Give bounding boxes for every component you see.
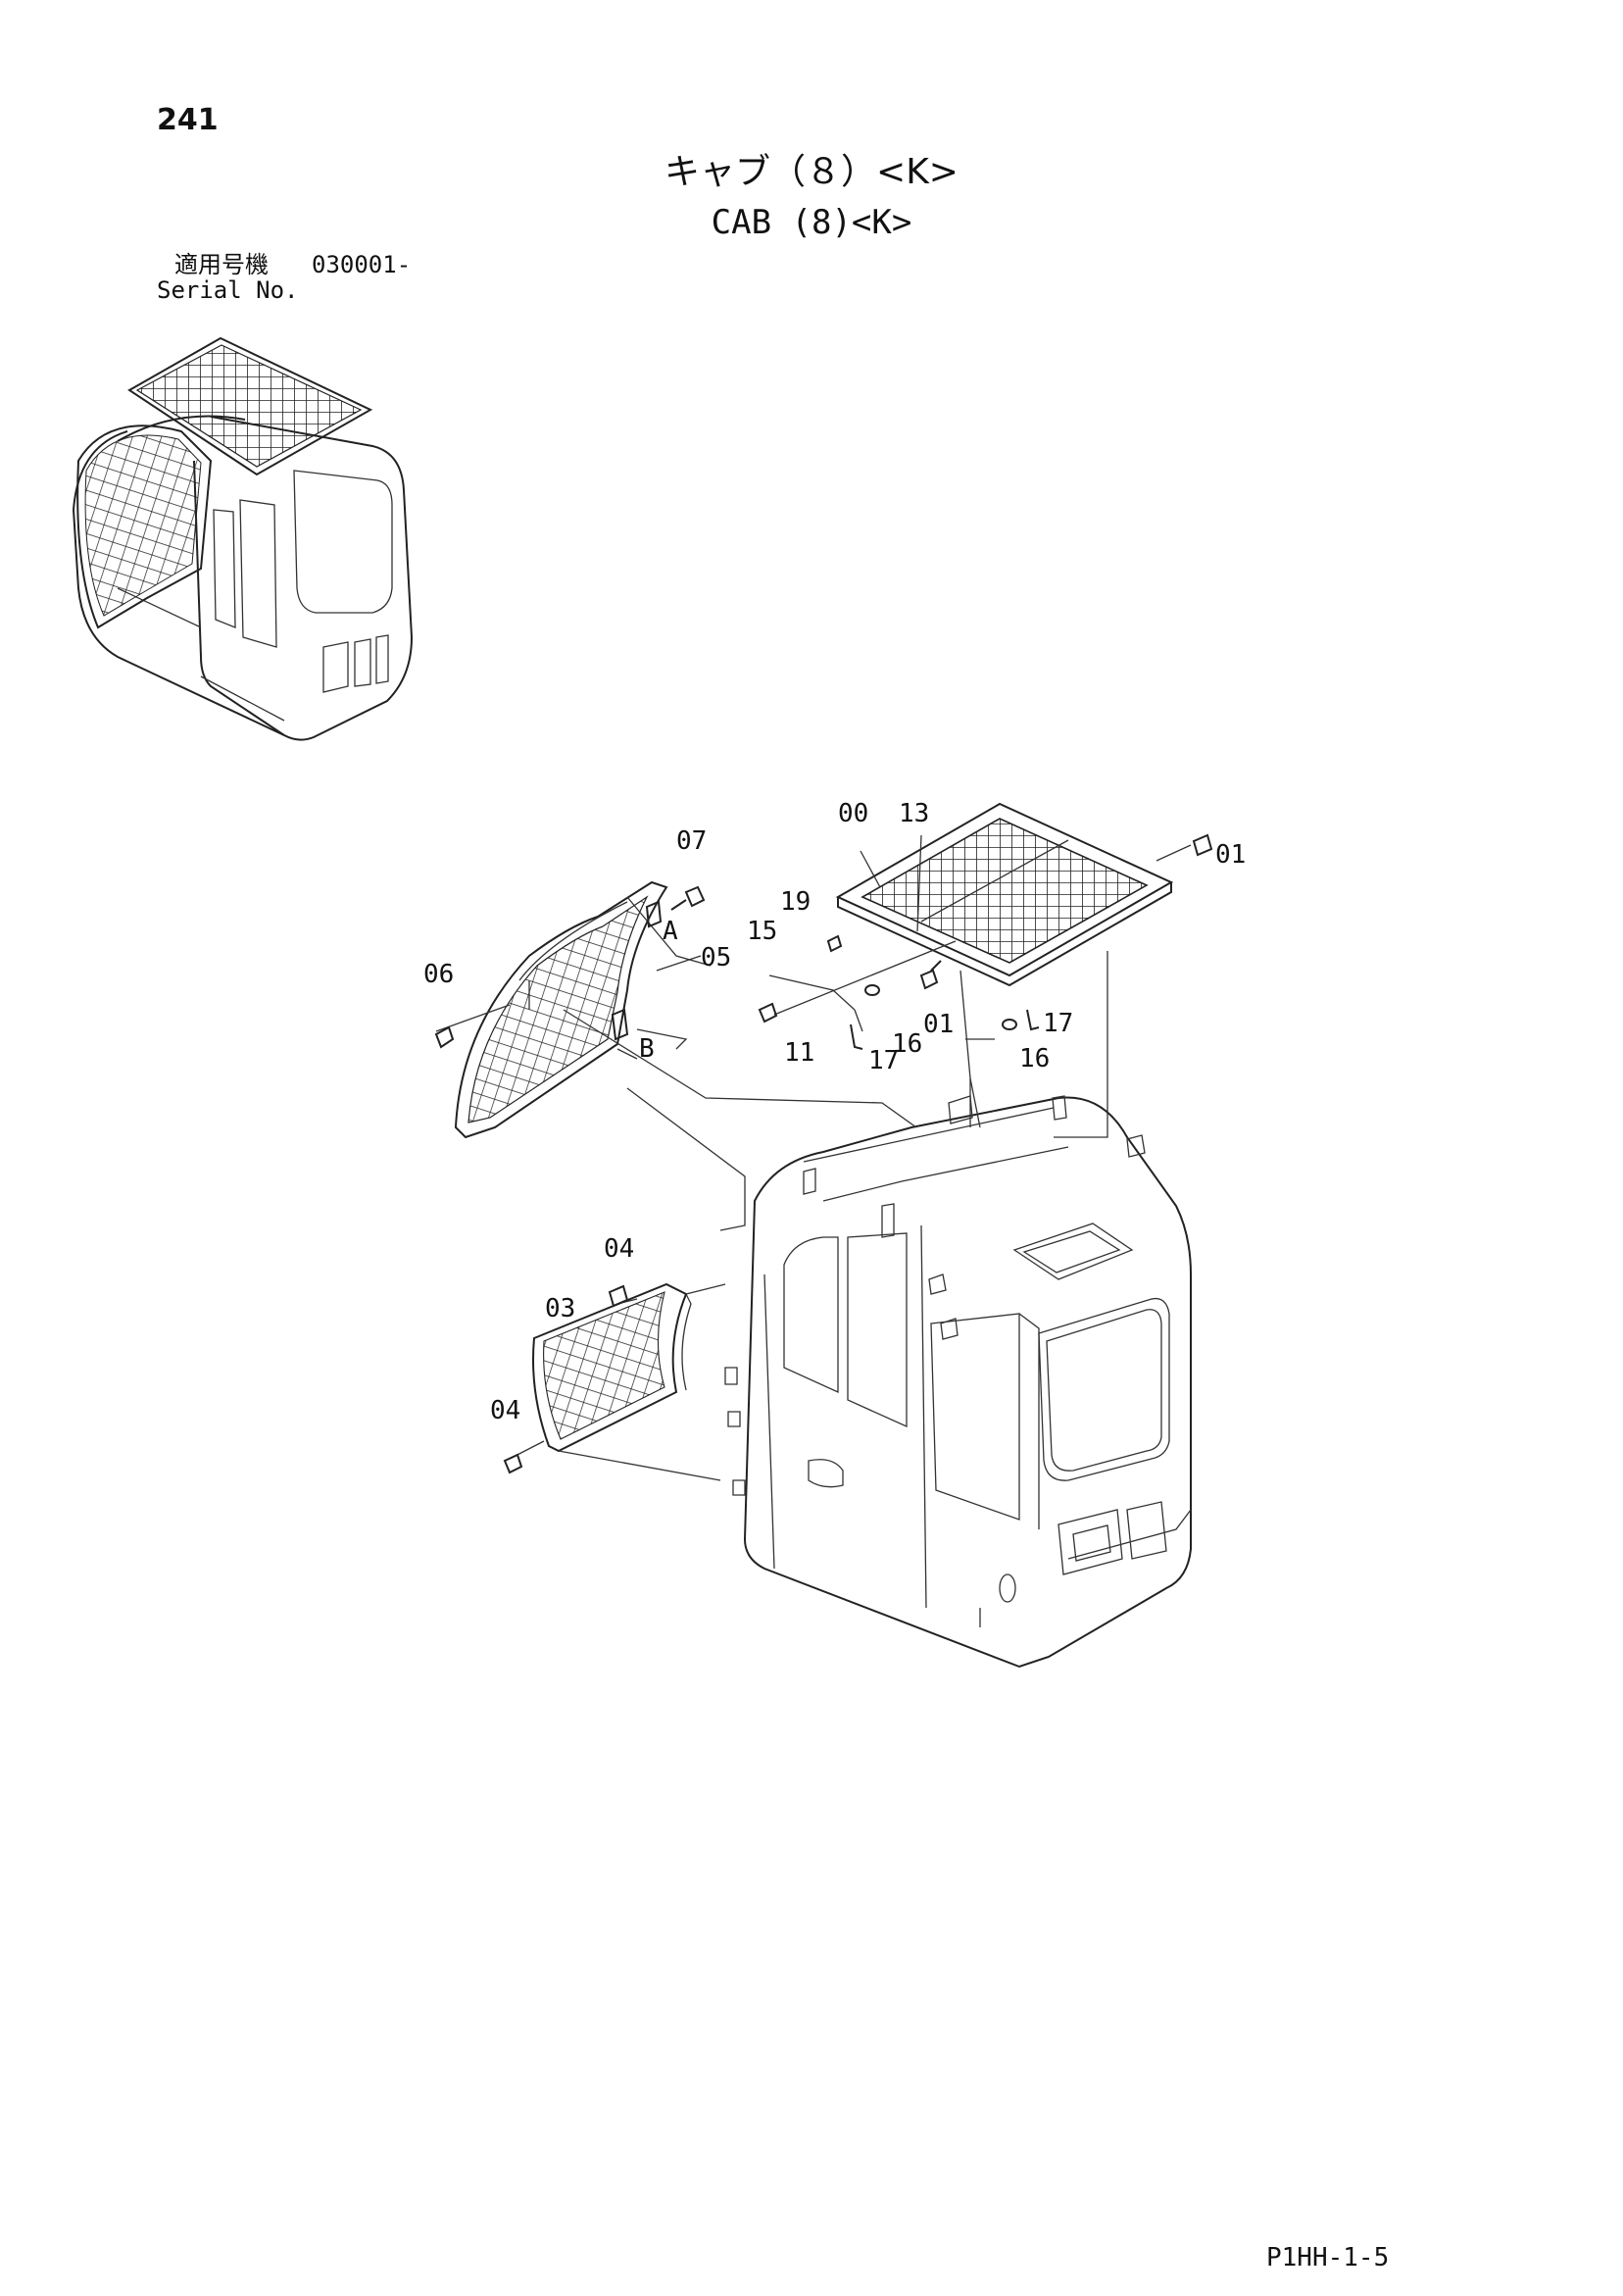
callout-labels: 00 13 01 07 19 15 A 05 06 B 11 17 16 01 … bbox=[423, 799, 1246, 1425]
hardware-parts bbox=[434, 833, 1213, 1474]
callout-05: 05 bbox=[701, 943, 731, 973]
serial-range: 030001- bbox=[312, 251, 412, 278]
callout-01-top: 01 bbox=[1215, 840, 1246, 870]
serial-label-japanese: 適用号機 bbox=[174, 251, 269, 278]
callout-A: A bbox=[663, 917, 678, 946]
callout-17-right: 17 bbox=[1043, 1009, 1073, 1038]
callout-13: 13 bbox=[899, 799, 929, 828]
callout-00: 00 bbox=[838, 799, 868, 828]
callout-15: 15 bbox=[747, 917, 777, 946]
lower-guard-03 bbox=[532, 1282, 692, 1453]
footer-code: P1HH-1-5 bbox=[1266, 2243, 1390, 2272]
overview-cab-illustration bbox=[73, 336, 414, 741]
cab-body bbox=[724, 1095, 1192, 1669]
callout-01-mid: 01 bbox=[923, 1010, 954, 1039]
callout-B: B bbox=[639, 1034, 655, 1064]
callout-04-bottom: 04 bbox=[490, 1396, 520, 1425]
callout-03: 03 bbox=[545, 1294, 575, 1323]
callout-06: 06 bbox=[423, 960, 454, 989]
callout-19: 19 bbox=[780, 887, 811, 917]
title-japanese: キャブ（８）<K> bbox=[664, 152, 959, 192]
callout-16-right: 16 bbox=[1019, 1044, 1050, 1073]
title-english: CAB (8)<K> bbox=[711, 203, 912, 242]
top-guard-00 bbox=[835, 802, 1174, 987]
callout-16-left: 16 bbox=[892, 1029, 922, 1059]
leader-lines bbox=[435, 834, 1192, 1481]
callout-11: 11 bbox=[784, 1038, 814, 1068]
page-number: 241 bbox=[157, 103, 219, 137]
callout-07: 07 bbox=[676, 826, 707, 856]
serial-label-english: Serial No. bbox=[157, 276, 299, 304]
front-guard-05 bbox=[454, 880, 668, 1139]
callout-04-top: 04 bbox=[604, 1234, 634, 1264]
callout-17-left: 17 bbox=[868, 1046, 899, 1075]
